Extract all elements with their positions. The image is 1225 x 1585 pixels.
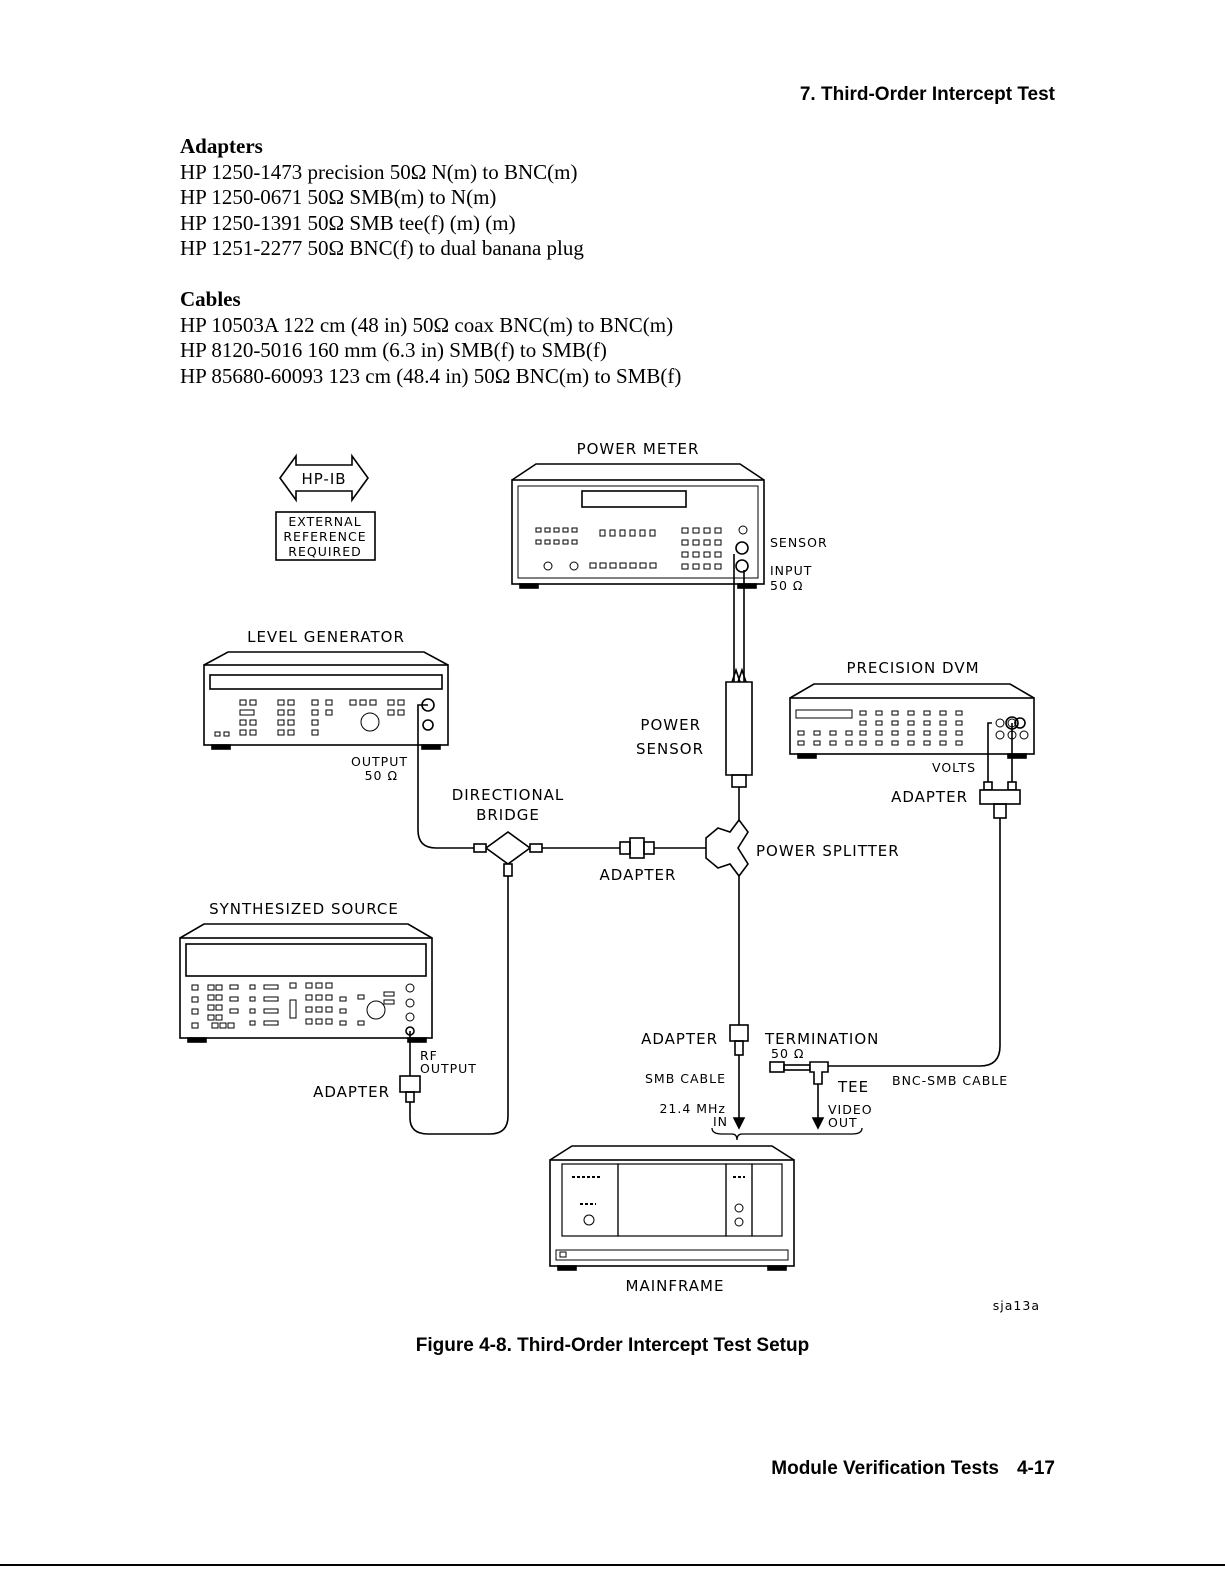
external-reference-box: EXTERNAL REFERENCE REQUIRED: [275, 511, 376, 561]
power-meter-instrument: [511, 463, 765, 589]
input-impedance: 50 Ω: [770, 578, 803, 593]
power-sensor-label: POWER: [640, 716, 701, 734]
termination-impedance: 50 Ω: [771, 1046, 804, 1061]
sensor-label: SENSOR: [770, 535, 828, 550]
page-number: 4-17: [1016, 1458, 1055, 1479]
adapters-heading: Adapters: [180, 134, 263, 158]
page-footer: Module Verification Tests 4-17: [771, 1458, 1055, 1480]
precision-dvm-label: PRECISION DVM: [846, 659, 979, 677]
output-label: OUTPUT: [351, 754, 408, 769]
directional-bridge-label: BRIDGE: [476, 806, 540, 824]
source-adapter-label: ADAPTER: [313, 1083, 390, 1101]
power-sensor-label: SENSOR: [636, 740, 704, 758]
bottom-rule: [0, 1564, 1225, 1566]
output-impedance: 50 Ω: [365, 768, 398, 783]
tee-label: TEE: [837, 1078, 869, 1096]
directional-bridge: [473, 831, 543, 877]
adapter-item: HP 1250-1391 50Ω SMB tee(f) (m) (m): [180, 210, 516, 235]
level-generator-instrument: [203, 651, 449, 750]
running-head: 7. Third-Order Intercept Test: [799, 84, 1055, 105]
figure-caption: Figure 4-8. Third-Order Intercept Test S…: [415, 1335, 810, 1356]
cable-item: HP 85680-60093 123 cm (48.4 in) 50Ω BNC(…: [180, 363, 682, 388]
bridge-adapter: [619, 837, 655, 859]
adapter-item: HP 1250-1473 precision 50Ω N(m) to BNC(m…: [180, 159, 578, 184]
hpib-arrow: HP-IB: [279, 453, 369, 503]
footer-section: Module Verification Tests: [771, 1458, 999, 1479]
smb-tee: [809, 1061, 829, 1085]
input-label: INPUT: [770, 563, 812, 578]
synthesized-source-instrument: [179, 923, 433, 1043]
banana-adapter: [979, 781, 1021, 819]
test-setup-diagram: HP-IB EXTERNAL REFERENCE REQUIRED POWER …: [179, 440, 1040, 1313]
volts-label: VOLTS: [932, 760, 976, 775]
adapter-item: HP 1251-2277 50Ω BNC(f) to dual banana p…: [180, 236, 584, 260]
power-meter-label: POWER METER: [577, 440, 700, 458]
cable-item: HP 10503A 122 cm (48 in) 50Ω coax BNC(m)…: [180, 312, 674, 337]
svg-text:EXTERNAL: EXTERNAL: [288, 514, 361, 529]
dvm-adapter-label: ADAPTER: [891, 788, 968, 806]
figure-code: sja13a: [993, 1298, 1040, 1313]
power-splitter-label: POWER SPLITTER: [756, 842, 900, 860]
mainframe-instrument: [549, 1145, 795, 1271]
directional-bridge-label: DIRECTIONAL: [452, 786, 565, 804]
precision-dvm-instrument: [789, 683, 1035, 759]
mainframe-adapter-label: ADAPTER: [641, 1030, 718, 1048]
adapter-item: HP 1250-0671 50Ω SMB(m) to N(m): [180, 185, 497, 209]
video-out-label: OUT: [828, 1115, 858, 1130]
bnc-smb-cable-label: BNC-SMB CABLE: [892, 1073, 1008, 1088]
svg-text:REFERENCE: REFERENCE: [283, 529, 366, 544]
if-input-label: IN: [713, 1114, 728, 1129]
level-generator-label: LEVEL GENERATOR: [247, 628, 405, 646]
termination-label: TERMINATION: [764, 1030, 879, 1048]
power-splitter: [705, 818, 749, 878]
synthesized-source-label: SYNTHESIZED SOURCE: [209, 900, 399, 918]
hpib-label: HP-IB: [301, 470, 346, 488]
smb-cable-label: SMB CABLE: [645, 1071, 726, 1086]
bridge-adapter-label: ADAPTER: [600, 866, 677, 884]
mainframe-adapter: [729, 1024, 749, 1056]
cables-section: Cables HP 10503A 122 cm (48 in) 50Ω coax…: [180, 287, 681, 389]
cable-item: HP 8120-5016 160 mm (6.3 in) SMB(f) to S…: [180, 338, 607, 362]
adapters-section: Adapters HP 1250-1473 precision 50Ω N(m)…: [180, 134, 584, 262]
termination: [769, 1061, 811, 1073]
rf-output-label: RF: [420, 1048, 438, 1063]
svg-text:REQUIRED: REQUIRED: [288, 544, 361, 559]
power-sensor: [725, 667, 753, 820]
cables-heading: Cables: [180, 287, 241, 311]
rf-output-label: OUTPUT: [420, 1061, 477, 1076]
source-adapter: [399, 1075, 421, 1103]
if-input-label: 21.4 MHz: [659, 1101, 726, 1116]
video-out-label: VIDEO: [828, 1102, 873, 1117]
mainframe-label: MAINFRAME: [626, 1277, 725, 1295]
